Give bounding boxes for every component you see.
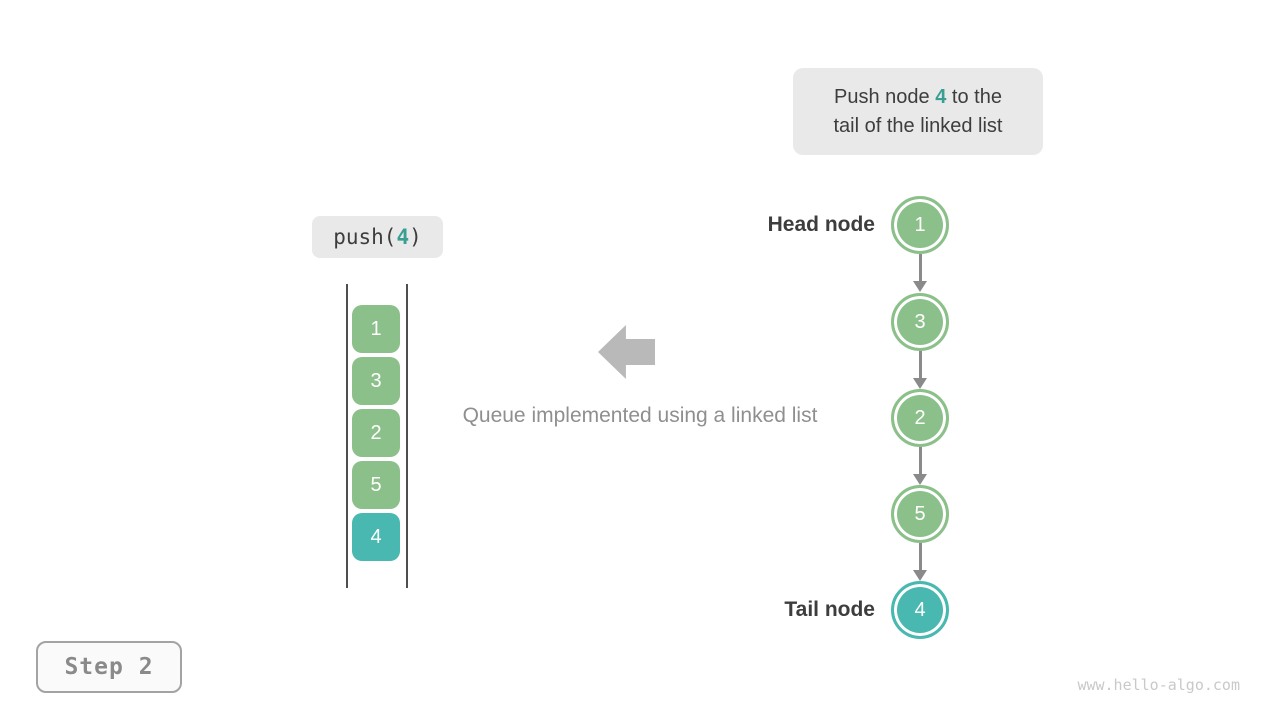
- instruction-line1-suffix: to the: [946, 85, 1002, 108]
- arrow-head: [913, 378, 927, 389]
- step-badge: Step 2: [36, 641, 182, 693]
- instruction-tooltip: Push node 4 to the tail of the linked li…: [793, 68, 1043, 155]
- instruction-line2: tail of the linked list: [833, 114, 1003, 137]
- arrow-shaft: [918, 254, 922, 281]
- tail-node-label: Tail node: [784, 598, 875, 621]
- diagram-caption: Queue implemented using a linked list: [462, 404, 818, 427]
- push-call-arg: 4: [396, 225, 410, 249]
- stack-cell: 5: [352, 461, 400, 509]
- website-url: www.hello-algo.com: [1077, 676, 1240, 694]
- instruction-line1-prefix: Push node: [834, 85, 936, 108]
- list-node: 2: [891, 389, 949, 447]
- stack-cell-new: 4: [352, 513, 400, 561]
- instruction-text: Push node 4 to the tail of the linked li…: [834, 83, 1003, 141]
- instruction-highlight-value: 4: [935, 85, 947, 108]
- push-call-prefix: push(: [333, 225, 397, 249]
- arrow-head: [913, 474, 927, 485]
- arrow-shaft: [918, 351, 922, 378]
- stack-cell: 3: [352, 357, 400, 405]
- list-node: 3: [891, 293, 949, 351]
- arrow-head: [913, 570, 927, 581]
- arrow-down-icon: [913, 447, 927, 485]
- arrow-down-icon: [913, 254, 927, 292]
- left-block-arrow-icon: [598, 325, 655, 379]
- head-node-label: Head node: [767, 213, 875, 236]
- list-node-tail: 4: [891, 581, 949, 639]
- arrow-head: [913, 281, 927, 292]
- stack-rail-left: [346, 284, 348, 588]
- push-call-suffix: ): [409, 225, 422, 249]
- list-node: 1: [891, 196, 949, 254]
- queue-stack: 1 3 2 5 4: [352, 305, 400, 561]
- arrow-shaft: [918, 447, 922, 474]
- arrow-shaft: [918, 543, 922, 570]
- push-call-chip: push(4): [312, 216, 443, 258]
- stack-cell: 1: [352, 305, 400, 353]
- stack-cell: 2: [352, 409, 400, 457]
- arrow-down-icon: [913, 351, 927, 389]
- stack-rail-right: [406, 284, 408, 588]
- arrow-down-icon: [913, 543, 927, 581]
- list-node: 5: [891, 485, 949, 543]
